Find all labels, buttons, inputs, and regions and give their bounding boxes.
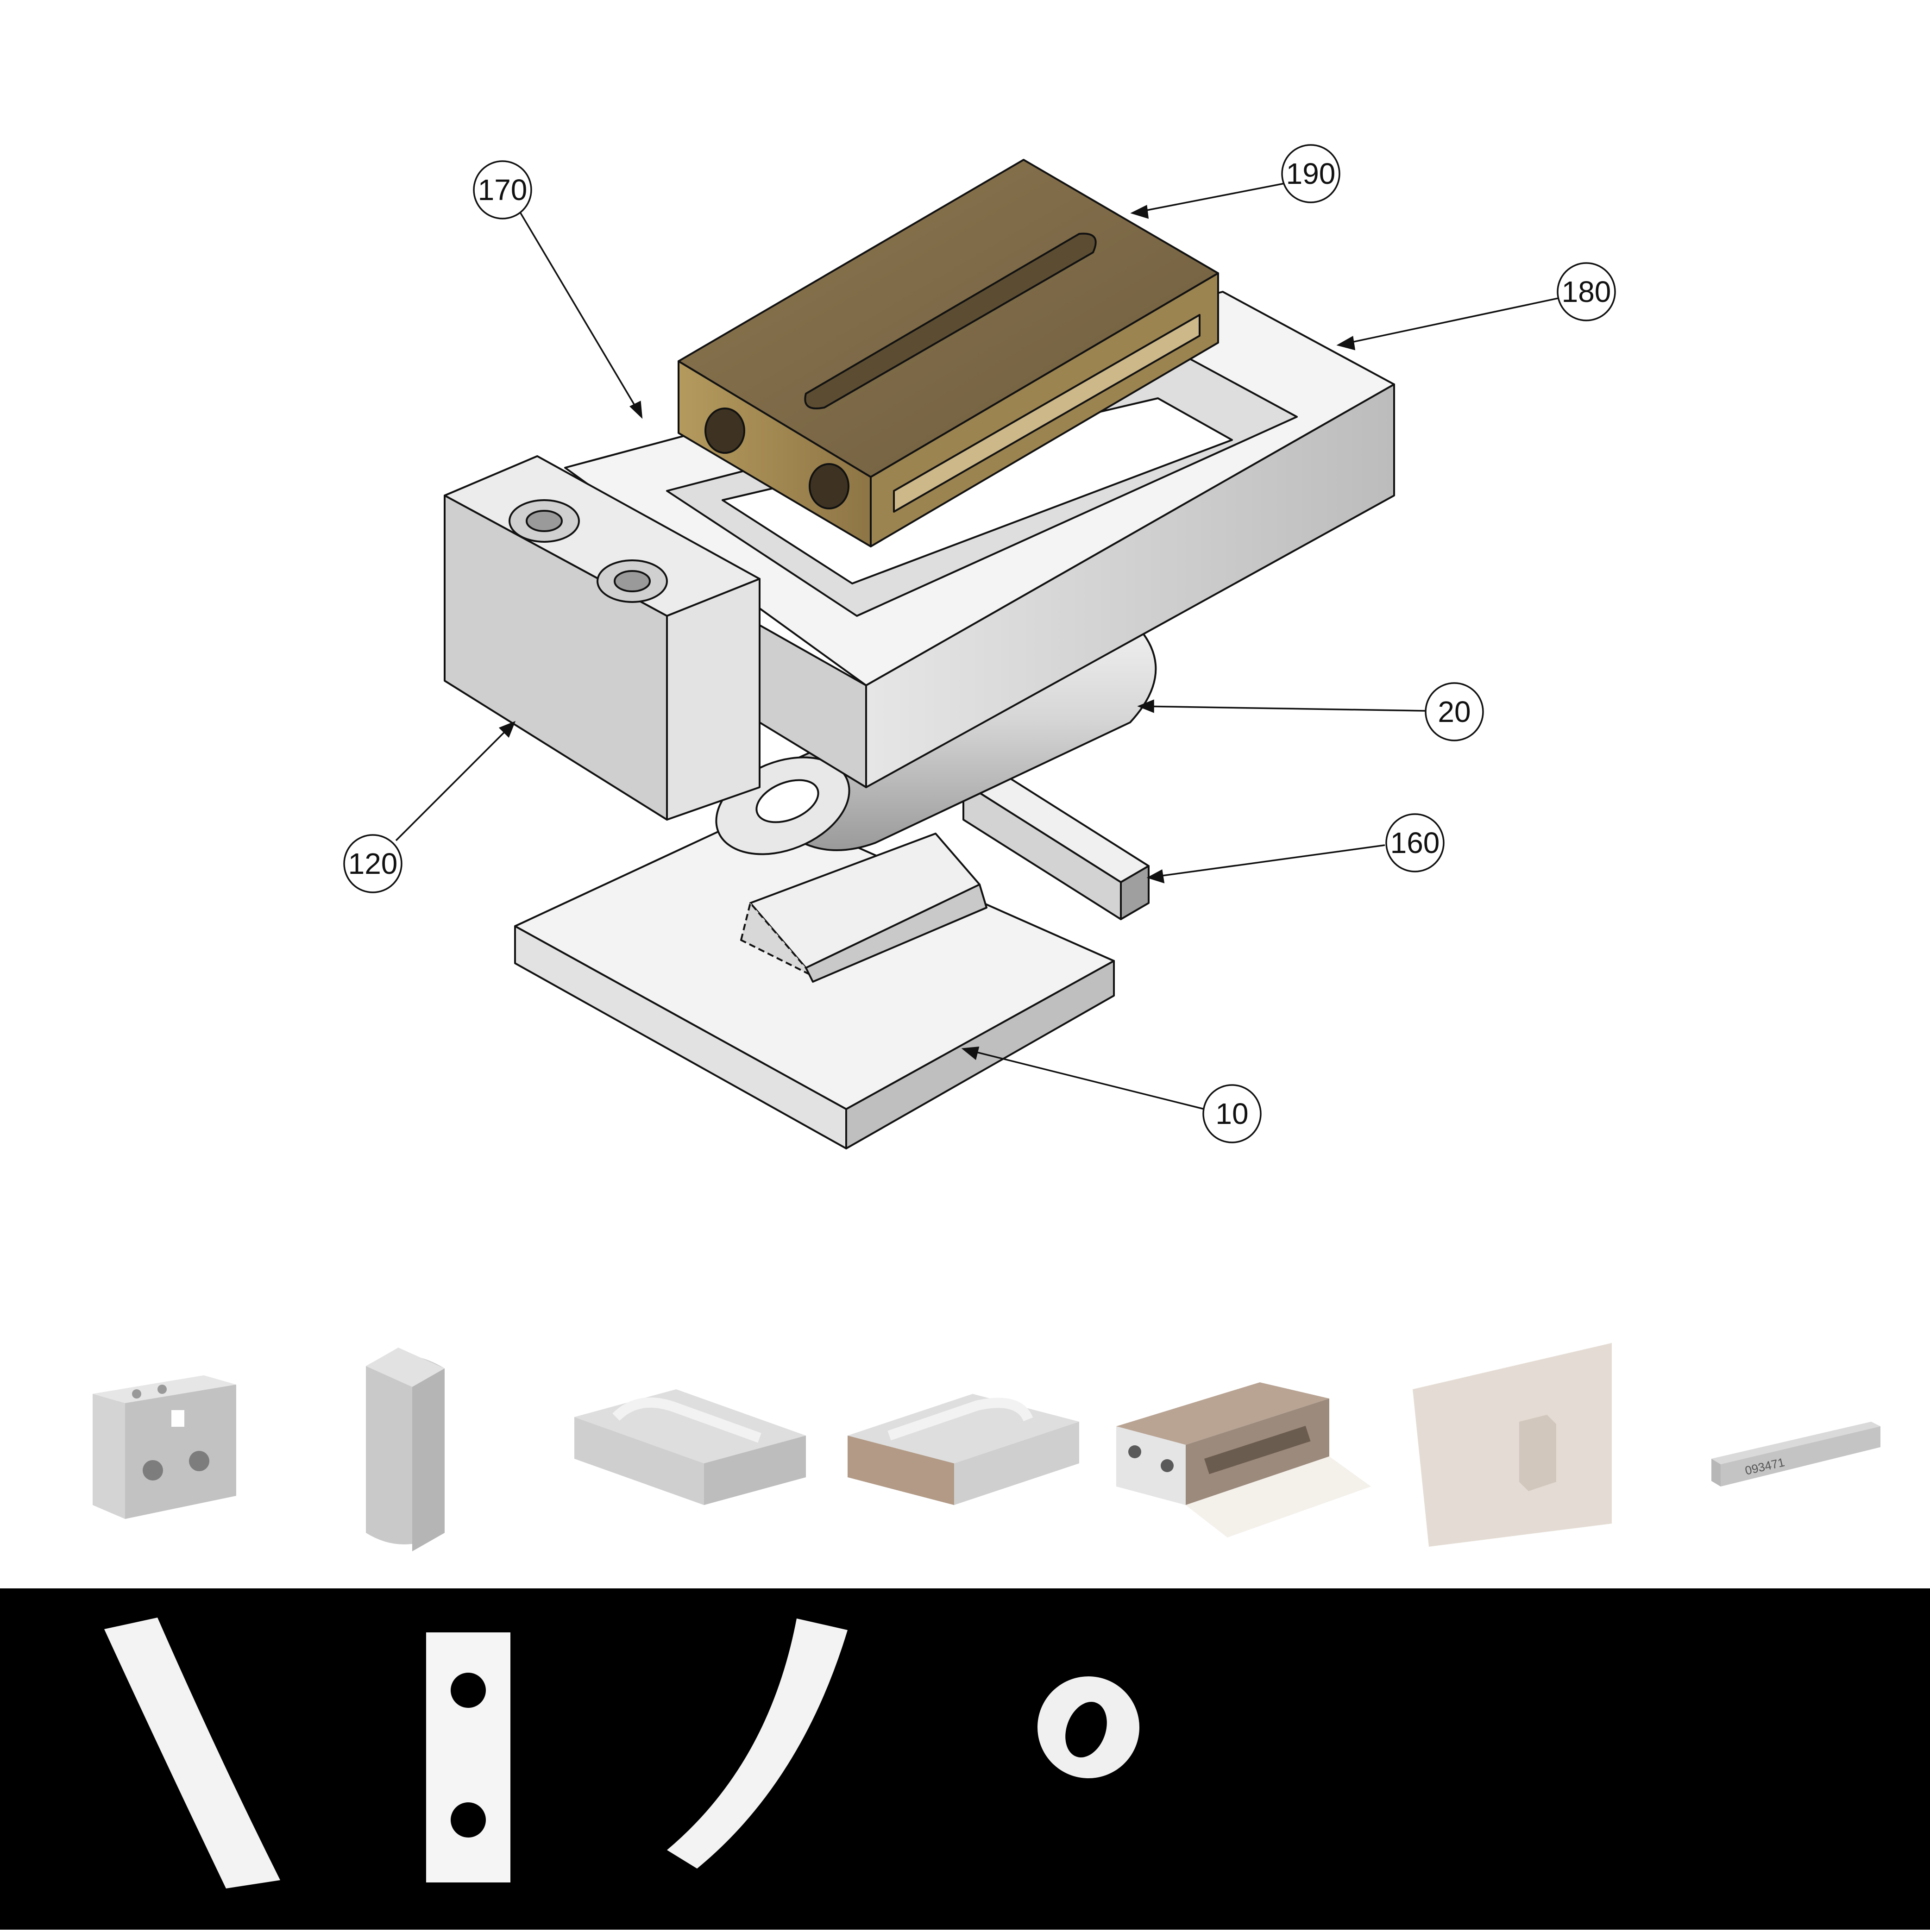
svg-text:160: 160 — [1390, 826, 1440, 859]
callout-120: 120 — [343, 834, 402, 893]
ceramic-channel-photo-icon — [574, 1389, 806, 1505]
ceramic-cylinder-photo-icon — [366, 1348, 445, 1551]
part-190-bronze-block — [678, 159, 1219, 547]
callout-180: 180 — [1557, 262, 1616, 321]
curved-strip-right-icon — [667, 1618, 848, 1869]
white-parts-photos — [104, 1618, 1139, 1888]
plate-with-block-photo-icon — [1413, 1343, 1612, 1547]
raised-pad — [740, 833, 987, 983]
svg-text:20: 20 — [1438, 695, 1471, 728]
ceramic-parts-photo-strip: 093471 — [93, 1343, 1880, 1551]
callout-190: 190 — [1281, 144, 1340, 203]
svg-text:180: 180 — [1562, 275, 1611, 308]
callout-160: 160 — [1385, 813, 1445, 872]
callout-20: 20 — [1425, 682, 1484, 741]
svg-text:190: 190 — [1286, 157, 1336, 190]
ceramic-block-photo-icon — [93, 1375, 236, 1519]
svg-text:170: 170 — [478, 173, 528, 207]
callout-170: 170 — [473, 160, 532, 220]
svg-text:10: 10 — [1215, 1097, 1248, 1130]
exploded-assembly-diagram: 190 170 180 20 160 120 — [343, 144, 1616, 1149]
ceramic-channel-rotated-photo-icon — [848, 1394, 1079, 1505]
svg-text:120: 120 — [348, 847, 398, 880]
callout-10: 10 — [1202, 1084, 1262, 1143]
part-120-end-block — [444, 455, 761, 821]
slotted-block-photo-icon — [1116, 1382, 1371, 1537]
ceramic-ring-icon — [1037, 1676, 1139, 1778]
perforated-plate-icon — [426, 1632, 510, 1882]
black-photo-band — [0, 1588, 1930, 1930]
ceramic-bar-photo-icon: 093471 — [1711, 1422, 1880, 1487]
part-180-frame — [564, 291, 1395, 788]
curved-strip-left-icon — [104, 1618, 280, 1888]
part-160-bar — [962, 765, 1150, 920]
